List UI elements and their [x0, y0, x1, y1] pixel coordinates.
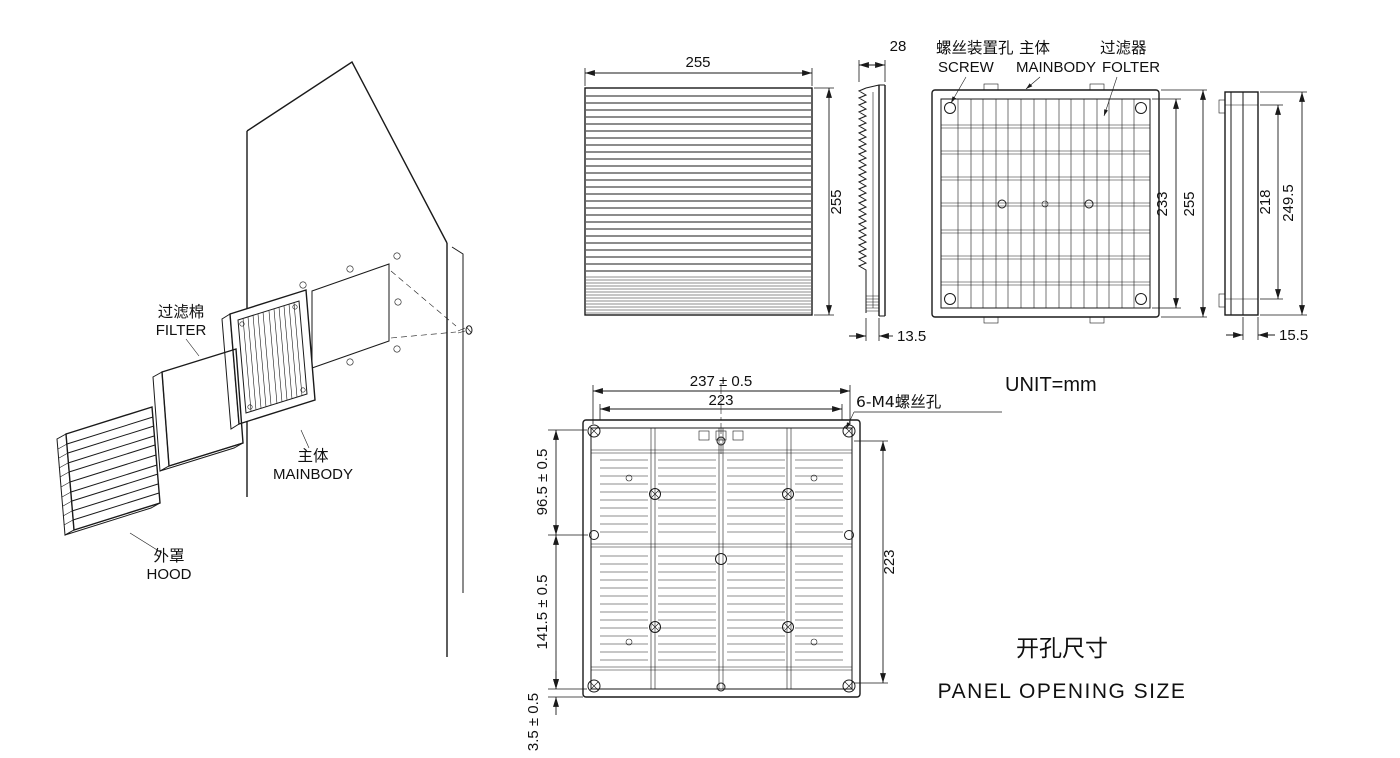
dim-panel-inner-width: 223: [599, 392, 843, 420]
svg-text:6-M4螺丝孔: 6-M4螺丝孔: [856, 393, 942, 411]
dim-panel-height: 223: [854, 440, 898, 684]
corner-screw-holes: [587, 424, 856, 693]
svg-text:15.5: 15.5: [1279, 327, 1308, 344]
screw-leader: [950, 76, 967, 104]
panel-opening-view: 237 ± 0.5 223 6-M4螺丝孔 96.5 ± 0.5 141.5 ±…: [525, 373, 1002, 751]
side-assembly-view: 218 249.5 15.5: [1218, 91, 1308, 344]
mainbody-label-en: MAINBODY: [273, 466, 353, 483]
cabinet-outline: [246, 60, 464, 657]
svg-text:255: 255: [1181, 191, 1198, 216]
svg-text:96.5 ± 0.5: 96.5 ± 0.5: [534, 449, 551, 516]
dim-side-depth: 15.5: [1226, 317, 1308, 344]
svg-text:28: 28: [890, 38, 907, 55]
filter-callout-cn: 过滤器: [1100, 39, 1147, 57]
svg-text:223: 223: [881, 549, 898, 574]
mounting-screw-icon: [457, 325, 473, 335]
svg-text:233: 233: [1154, 191, 1171, 216]
dim-side-inner: 218: [1257, 104, 1283, 300]
louver-profile-view: 28 13.5: [849, 38, 926, 345]
dim-grid-inner: 233: [1152, 98, 1181, 309]
body-leader: [1025, 76, 1041, 90]
dim-front-width: 255: [584, 54, 813, 86]
hood-label-cn: 外罩: [153, 547, 184, 565]
svg-text:218: 218: [1257, 189, 1274, 214]
mainbody-part: [221, 289, 316, 430]
body-label-en: MAINBODY: [1016, 59, 1096, 76]
svg-text:223: 223: [708, 392, 733, 409]
mounting-opening: [299, 252, 457, 381]
hood-label-en: HOOD: [147, 566, 192, 583]
panel-bosses: [625, 436, 818, 692]
filter-leader: [185, 338, 200, 357]
mainbody-leader: [300, 429, 310, 449]
screw-hole-label-en: SCREW: [938, 59, 995, 76]
panel-opening-title-en: PANEL OPENING SIZE: [938, 680, 1187, 703]
body-label-cn: 主体: [1019, 39, 1051, 57]
dim-profile-depth: 28: [858, 38, 907, 82]
dim-grid-outer: 255: [1161, 89, 1207, 318]
dim-panel-outer-width: 237 ± 0.5: [592, 373, 851, 424]
dim-profile-flange: 13.5: [849, 318, 926, 345]
svg-text:255: 255: [828, 189, 845, 214]
svg-text:249.5: 249.5: [1280, 184, 1297, 222]
dim-front-height: 255: [814, 87, 845, 316]
label-m4-holes: 6-M4螺丝孔: [845, 393, 1002, 430]
dim-panel-edge: 3.5 ± 0.5: [525, 671, 583, 751]
svg-text:13.5: 13.5: [897, 328, 926, 345]
grid-view-callouts: 螺丝装置孔 SCREW 主体 MAINBODY 过滤器 FOLTER: [936, 39, 1160, 117]
exploded-view: 过滤棉 FILTER 主体 MAINBODY 外罩 HOOD: [56, 60, 473, 657]
dim-side-outer: 249.5: [1260, 91, 1307, 316]
svg-text:141.5 ± 0.5: 141.5 ± 0.5: [534, 575, 551, 650]
filter-part: [152, 348, 244, 472]
filter-label-en: FILTER: [156, 322, 207, 339]
svg-text:255: 255: [685, 54, 710, 71]
screw-hole-label-cn: 螺丝装置孔: [936, 39, 1014, 57]
panel-opening-title-cn: 开孔尺寸: [1016, 636, 1108, 662]
filter-leader: [1103, 76, 1118, 117]
hood-part: [56, 406, 161, 536]
dim-panel-top-section: 96.5 ± 0.5: [534, 429, 588, 536]
dim-panel-bottom-section: 141.5 ± 0.5: [534, 535, 587, 690]
svg-text:237 ± 0.5: 237 ± 0.5: [690, 373, 752, 390]
svg-text:3.5 ± 0.5: 3.5 ± 0.5: [525, 693, 542, 751]
unit-note: UNIT=mm: [1005, 374, 1097, 396]
filter-callout-en: FOLTER: [1102, 59, 1160, 76]
hood-leader: [129, 532, 163, 554]
mainbody-label-cn: 主体: [297, 447, 329, 465]
mainbody-grid-view: 螺丝装置孔 SCREW 主体 MAINBODY 过滤器 FOLTER 233 2…: [931, 39, 1207, 324]
hood-front-view: 255 255: [584, 54, 845, 316]
filter-label-cn: 过滤棉: [158, 303, 205, 321]
